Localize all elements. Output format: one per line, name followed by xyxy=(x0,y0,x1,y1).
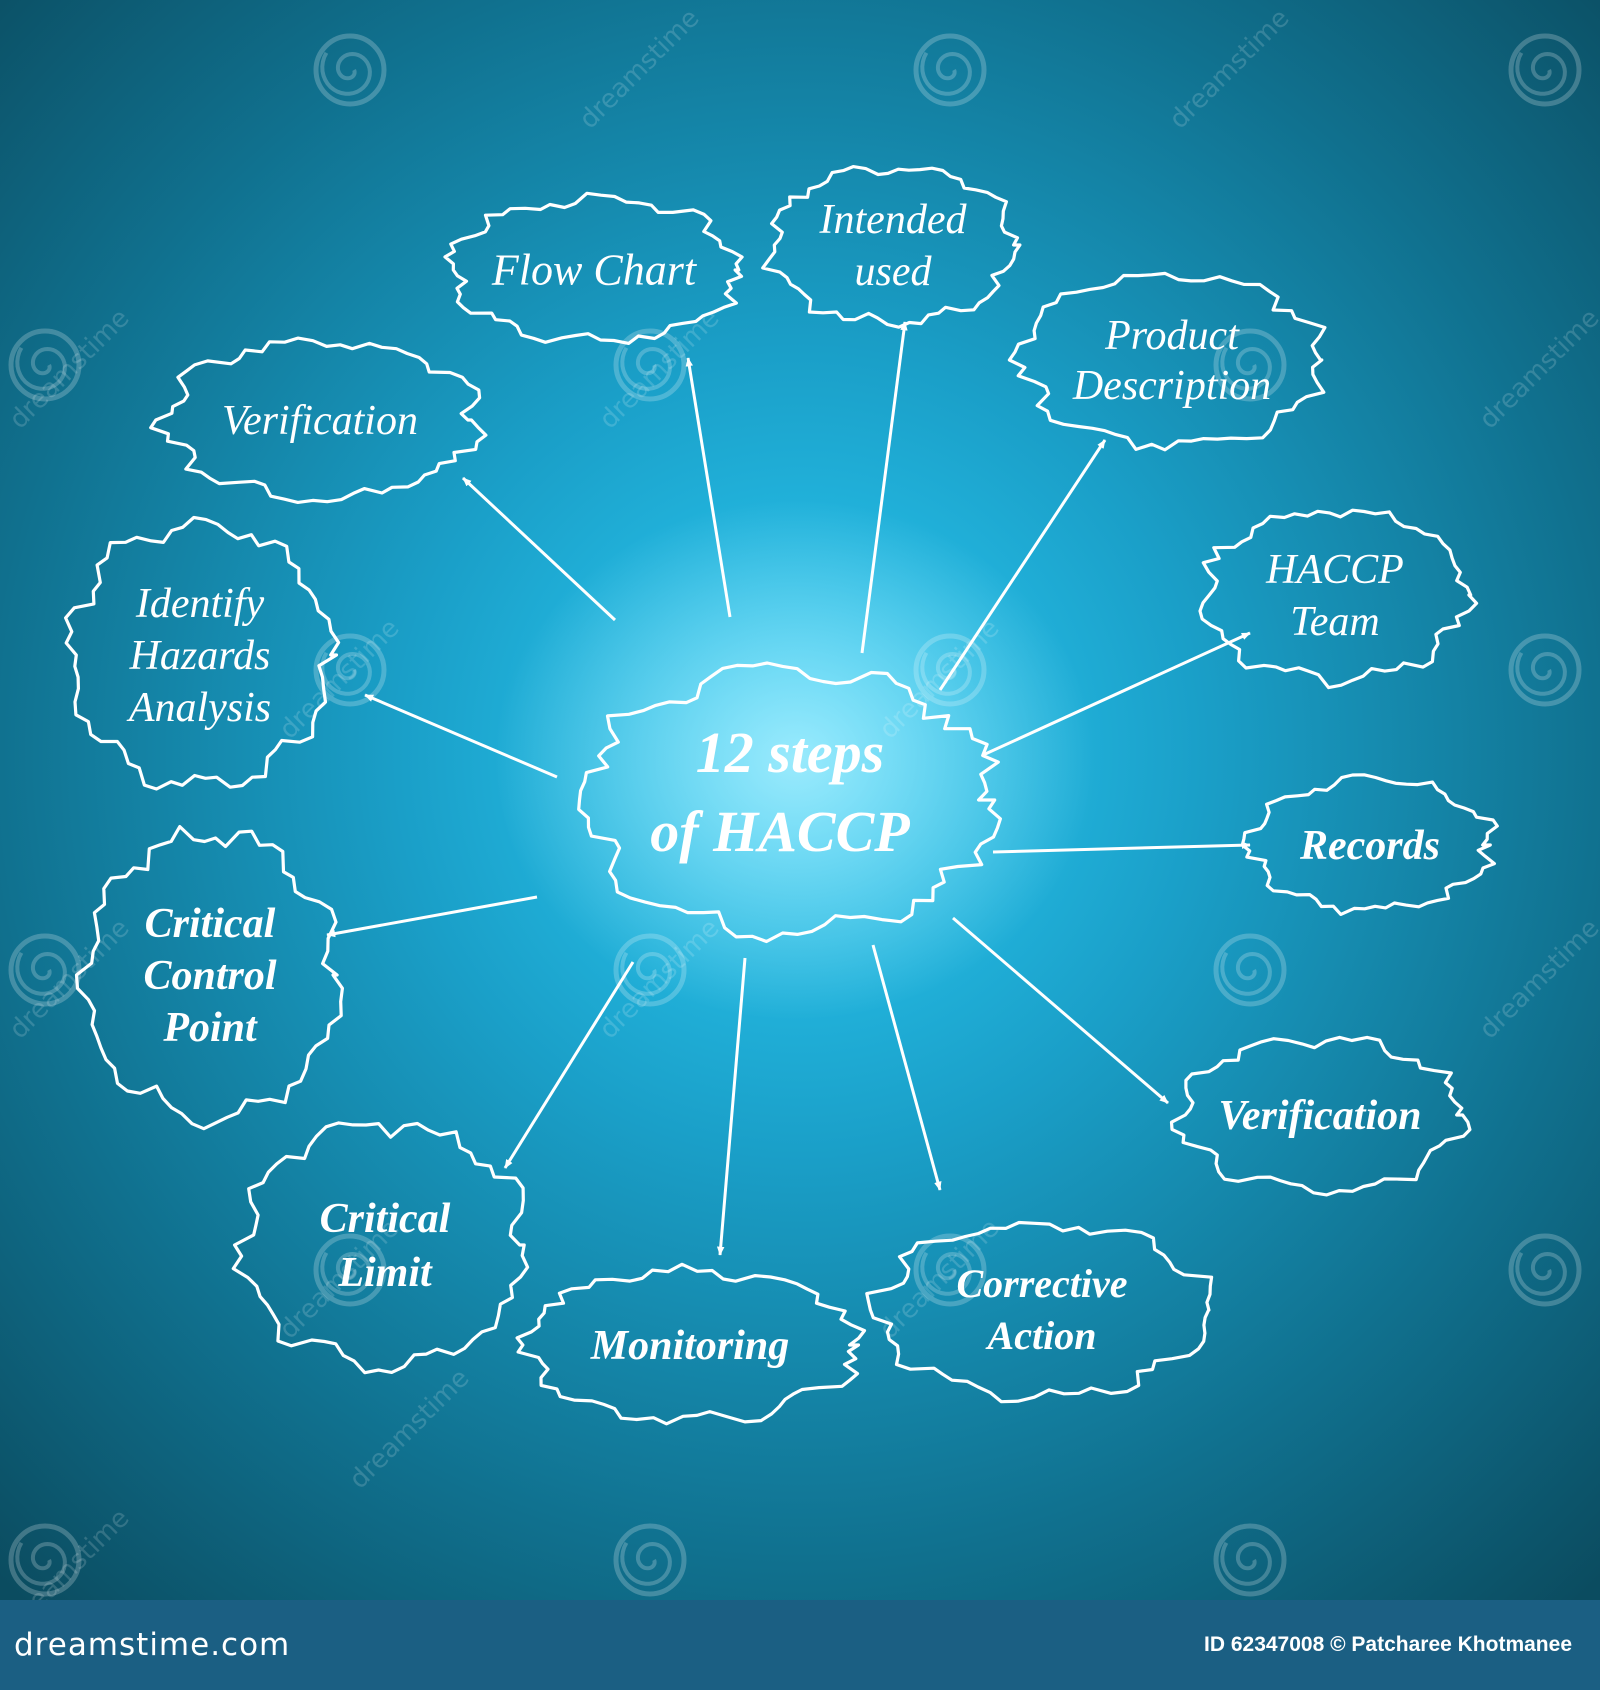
arrow-critical-limit xyxy=(716,957,747,1256)
watermark-logo xyxy=(1508,33,1582,107)
watermark-logo xyxy=(313,1233,387,1307)
arrow-intended-used xyxy=(685,357,732,618)
watermark-logo xyxy=(613,1523,687,1597)
footer-credit: ID 62347008 © Patcharee Khotmanee xyxy=(1204,1633,1572,1656)
watermark-logo xyxy=(8,1523,82,1597)
node-label: Team xyxy=(1290,599,1379,645)
node-label: Control xyxy=(143,953,276,999)
node-verification-left: Verification xyxy=(149,336,488,504)
arrow-verification-right xyxy=(992,841,1251,854)
arrow-critical-control-point xyxy=(503,961,635,1169)
node-label: Corrective xyxy=(956,1261,1127,1306)
center-title-line2: of HACCP xyxy=(650,799,910,864)
node-intended-used: Intended used xyxy=(761,165,1022,329)
node-label: Verification xyxy=(222,398,418,444)
node-label: Product xyxy=(1104,313,1240,359)
node-label: Identify xyxy=(135,581,265,627)
footer-bar: dreamstime.com ID 62347008 © Patcharee K… xyxy=(0,1600,1600,1690)
node-label: Flow Chart xyxy=(491,246,698,295)
watermark-logo xyxy=(313,633,387,707)
watermark-logo xyxy=(913,1233,987,1307)
cloud-outline xyxy=(1240,773,1499,916)
node-label: Point xyxy=(162,1005,258,1051)
center-cloud-outline xyxy=(577,661,1002,944)
node-label: HACCP xyxy=(1265,547,1404,593)
arrow-haccp-team xyxy=(938,439,1107,691)
watermark-logo xyxy=(8,933,82,1007)
center-glow xyxy=(495,500,1095,1020)
arrow-monitoring xyxy=(871,944,942,1191)
arrow-product-description xyxy=(860,321,908,654)
center-title-line1: 12 steps xyxy=(696,720,885,785)
node-flow-chart: Flow Chart xyxy=(443,191,744,345)
step-nodes: Flow ChartIntendedusedProductDescription… xyxy=(63,165,1499,1426)
node-label: Records xyxy=(1299,823,1440,869)
node-verification-right: Verification xyxy=(1169,1035,1472,1197)
cloud-outline xyxy=(74,825,344,1131)
watermark-logo xyxy=(8,328,82,402)
watermark-logo xyxy=(1213,933,1287,1007)
cloud-outline xyxy=(865,1220,1214,1404)
node-label: Hazards xyxy=(129,633,271,679)
watermark-logo xyxy=(1213,1523,1287,1597)
cloud-outline xyxy=(63,515,341,791)
cloud-outline xyxy=(1198,508,1479,690)
node-records: Records xyxy=(1240,773,1499,916)
arrow-flow-chart xyxy=(461,476,617,622)
arrows xyxy=(326,321,1251,1256)
cloud-outline xyxy=(1007,271,1327,452)
cloud-outline xyxy=(761,165,1022,329)
node-label: Limit xyxy=(337,1250,433,1296)
node-label: Action xyxy=(985,1313,1097,1358)
center-node: 12 steps of HACCP xyxy=(577,661,1002,944)
arrow-corrective-action xyxy=(952,916,1169,1105)
arrow-records xyxy=(982,631,1251,757)
watermark-logo xyxy=(1213,328,1287,402)
cloud-outline xyxy=(149,336,488,504)
cloud-outline xyxy=(515,1262,867,1426)
node-monitoring: Monitoring xyxy=(515,1262,867,1426)
node-label: Intended xyxy=(819,197,968,243)
node-haccp-team: HACCP Team xyxy=(1198,508,1479,690)
arrow-verification-left xyxy=(364,693,558,779)
watermark-logo xyxy=(613,328,687,402)
cloud-outline xyxy=(1169,1035,1472,1197)
node-label: used xyxy=(855,249,933,295)
cloud-outline xyxy=(443,191,744,345)
watermark-logo xyxy=(1508,1233,1582,1307)
arrow-identify-hazards-analysis xyxy=(326,895,538,938)
watermark-logo xyxy=(913,33,987,107)
watermark-logo xyxy=(613,933,687,1007)
node-label: Critical xyxy=(145,901,276,947)
watermark-logo xyxy=(313,33,387,107)
watermark-logo xyxy=(1508,633,1582,707)
footer-brand: dreamstime.com xyxy=(14,1627,291,1663)
node-label: Analysis xyxy=(126,685,271,731)
node-label: Description xyxy=(1072,363,1271,409)
node-label: Monitoring xyxy=(590,1323,789,1369)
node-label: Critical xyxy=(320,1196,451,1242)
node-label: Verification xyxy=(1218,1093,1421,1139)
cloud-outline xyxy=(231,1121,530,1375)
